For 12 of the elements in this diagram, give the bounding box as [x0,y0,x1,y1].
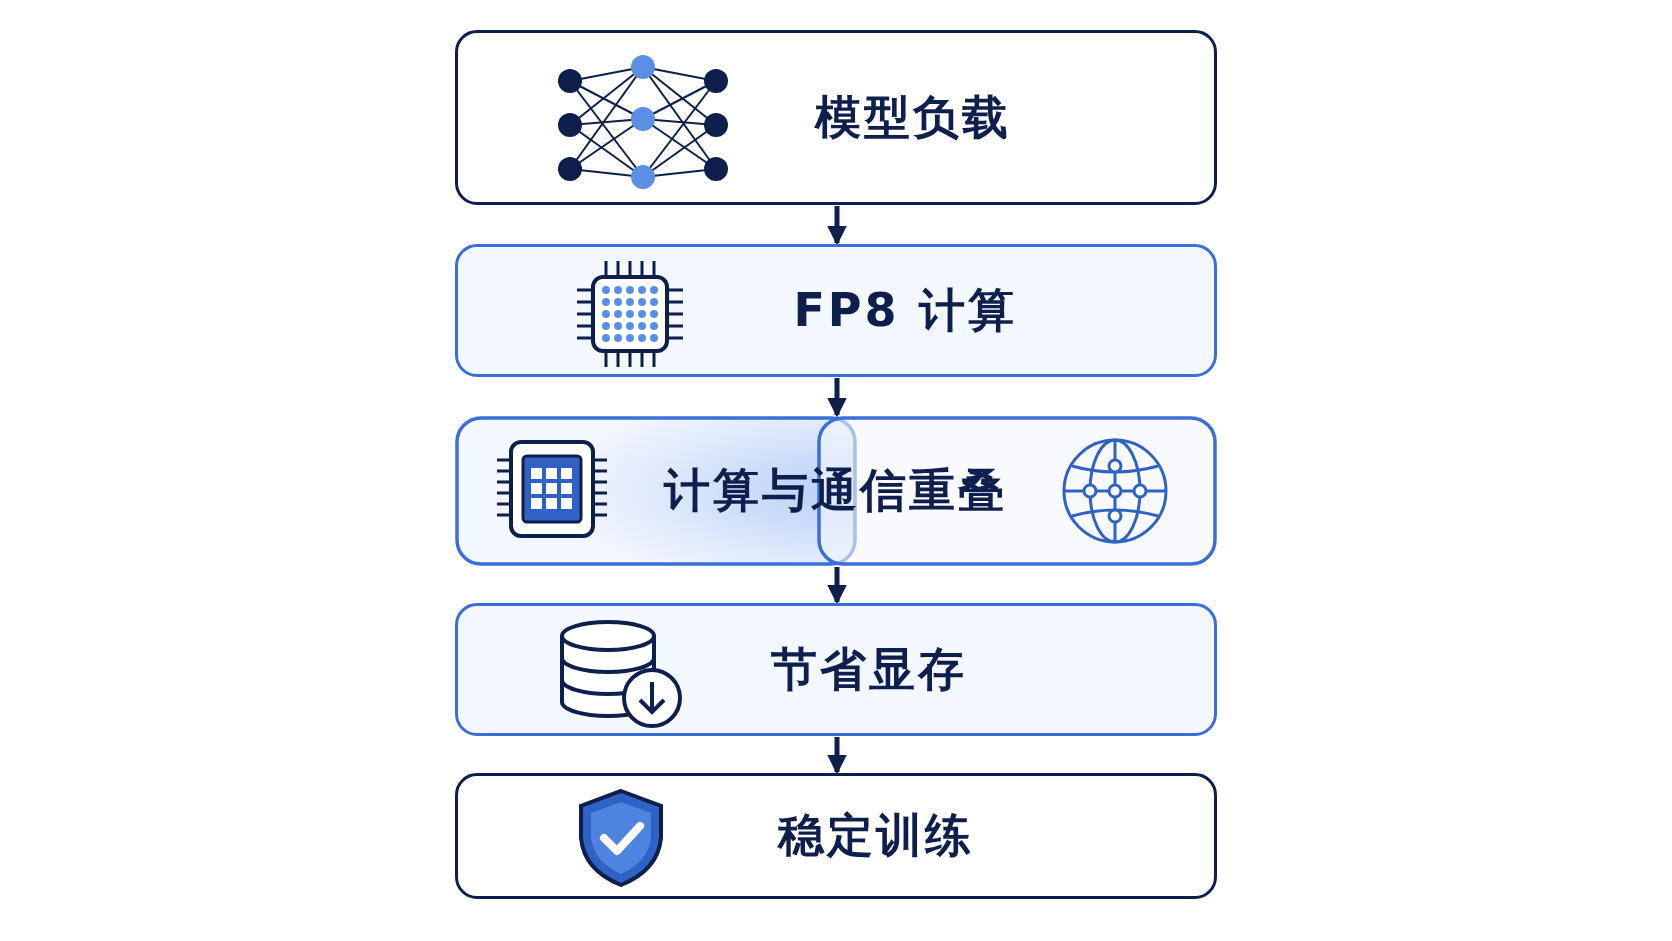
step-label: 节省显存 [771,640,967,698]
step-label: 稳定训练 [778,807,974,864]
step-label: FP8 计算 [793,281,1017,339]
step-box [455,244,1217,377]
step-label: 模型负载 [815,88,1011,146]
arrow [827,737,847,775]
arrow [827,206,847,246]
step-box [455,603,1217,736]
arrow [827,567,847,605]
step-box [455,30,1217,205]
step-box [455,773,1217,899]
arrow [827,378,847,418]
